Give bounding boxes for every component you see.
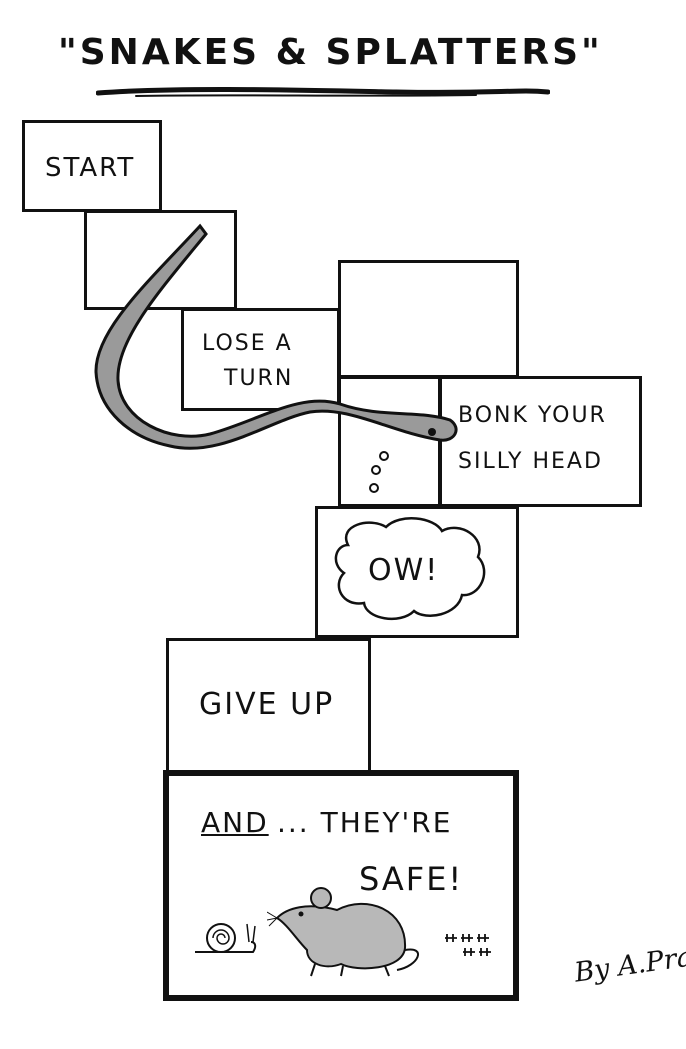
ants-icon — [445, 934, 491, 956]
square-give-up: GIVE UP — [166, 638, 371, 773]
square-lose-turn-line2: TURN — [224, 366, 294, 391]
square-lose-turn: LOSE A TURN — [181, 308, 340, 411]
square-blank-2 — [338, 260, 519, 378]
mouse-icon — [267, 887, 419, 977]
thought-bubble-icon — [334, 517, 486, 620]
square-lose-turn-line1: LOSE A — [202, 331, 293, 356]
comic-title: "SNAKES & SPLATTERS" — [58, 32, 603, 73]
square-blank-1 — [84, 210, 237, 310]
square-bonk: BONK YOUR SILLY HEAD — [439, 376, 642, 507]
title-underline — [96, 86, 550, 97]
square-bonk-line2: SILLY HEAD — [458, 449, 603, 474]
square-ow-label: OW! — [368, 553, 440, 588]
snail-icon — [195, 923, 257, 953]
square-start-label: START — [45, 153, 136, 183]
square-final: AND ... THEY'RE SAFE! — [163, 770, 519, 1001]
square-bonk-line1: BONK YOUR — [458, 403, 607, 428]
square-start: START — [22, 120, 162, 212]
square-final-safe: SAFE! — [359, 860, 464, 898]
square-final-and: AND — [201, 806, 269, 839]
square-final-rest: ... THEY'RE — [277, 806, 453, 839]
square-blank-3 — [338, 376, 441, 507]
artist-signature: By A.Pratt — [572, 938, 686, 989]
square-ow: OW! — [315, 506, 519, 638]
square-give-up-label: GIVE UP — [199, 687, 335, 722]
